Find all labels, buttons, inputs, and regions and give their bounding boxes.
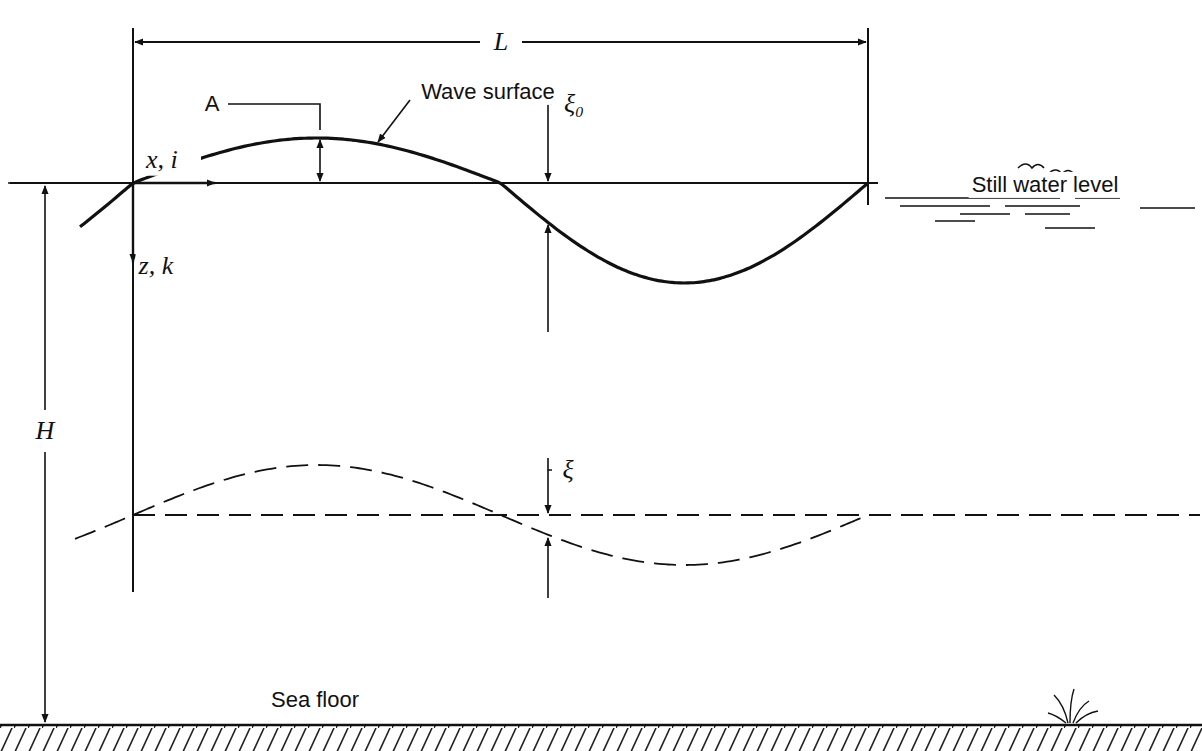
- leader-line: [228, 104, 320, 130]
- dimension-line: [44, 452, 46, 722]
- callout-label: Sea floor: [268, 687, 362, 713]
- subsurface-wave-curve: [75, 465, 868, 565]
- bird-symbol: [1018, 164, 1044, 168]
- sea-floor-hatching: [0, 726, 1202, 751]
- callout-label: Still water level: [969, 172, 1122, 198]
- wave-surface-curve: [80, 138, 868, 283]
- dimension-line: [135, 41, 480, 43]
- dimension-line: [44, 186, 46, 410]
- elevation-arrow: [547, 225, 549, 332]
- amplitude-arrow: [319, 140, 321, 181]
- subsurface-level: [133, 514, 1200, 516]
- reference-line: [867, 28, 869, 205]
- elevation-arrow: [547, 470, 549, 513]
- water-ripples: [885, 198, 1195, 228]
- dimension-line: [522, 41, 866, 43]
- callout-label: Wave surface: [418, 79, 558, 105]
- dimension-label: L: [491, 27, 511, 58]
- z-axis-arrow: [132, 183, 134, 262]
- elevation-label: ξ₀: [561, 89, 587, 120]
- x-axis-arrow: [133, 182, 215, 184]
- elevation-label: ξ: [559, 455, 576, 486]
- elevation-arrow: [547, 104, 549, 181]
- axis-label: z, k⃗: [136, 251, 197, 282]
- axis-label: x, i⃗: [143, 145, 201, 176]
- dimension-label: H: [33, 416, 58, 447]
- sea-floor-line: [0, 724, 1202, 726]
- elevation-arrow: [547, 538, 549, 598]
- leader-arrow: [378, 100, 410, 142]
- reference-line: [132, 28, 134, 592]
- amplitude-label: A: [202, 91, 223, 117]
- grass-symbol: [1048, 689, 1098, 723]
- still-water-line: [10, 182, 878, 184]
